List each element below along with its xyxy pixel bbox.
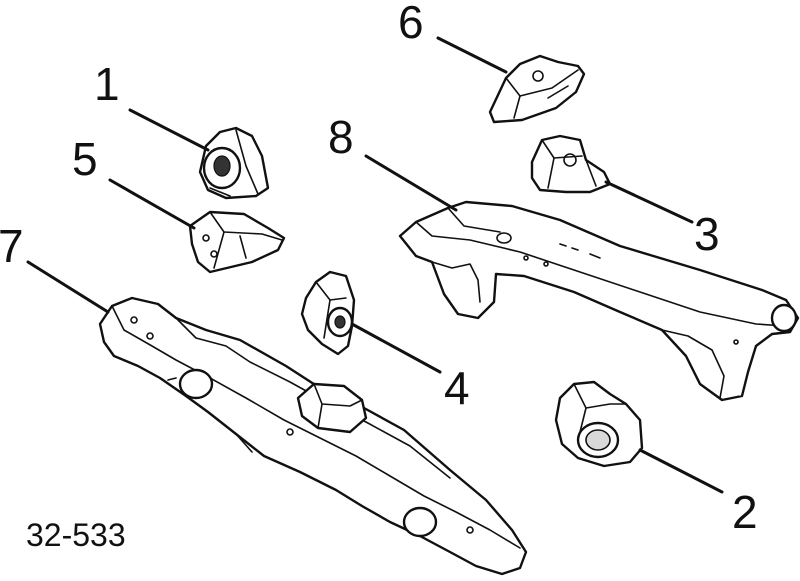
- part-4-small-mount: [300, 270, 356, 356]
- label-part-8: 8: [328, 111, 354, 163]
- label-part-2: 2: [732, 486, 758, 538]
- leader-line-7: [26, 260, 110, 314]
- leader-line-4: [350, 322, 442, 374]
- part-1-engine-mount: [198, 126, 270, 200]
- part-2-rear-mount: [554, 380, 644, 468]
- label-part-7: 7: [0, 220, 24, 272]
- label-part-4: 4: [444, 362, 470, 414]
- leader-line-6: [436, 36, 508, 74]
- label-part-3: 3: [694, 208, 720, 260]
- leader-line-1: [128, 108, 210, 152]
- leader-line-2: [638, 448, 724, 494]
- label-part-6: 6: [398, 0, 424, 48]
- leader-line-8: [364, 154, 458, 212]
- part-7-rear-crossmember: [98, 296, 528, 576]
- part-5-flat-bracket: [188, 210, 286, 274]
- figure-reference: 32-533: [26, 517, 126, 553]
- label-part-5: 5: [72, 133, 98, 185]
- leader-line-3: [604, 180, 694, 224]
- part-6-mount-bracket: [488, 54, 586, 124]
- part-3-mount-bracket: [530, 134, 612, 194]
- label-part-1: 1: [94, 58, 120, 110]
- leader-line-5: [108, 178, 196, 230]
- part-8-front-crossmember: [398, 200, 800, 402]
